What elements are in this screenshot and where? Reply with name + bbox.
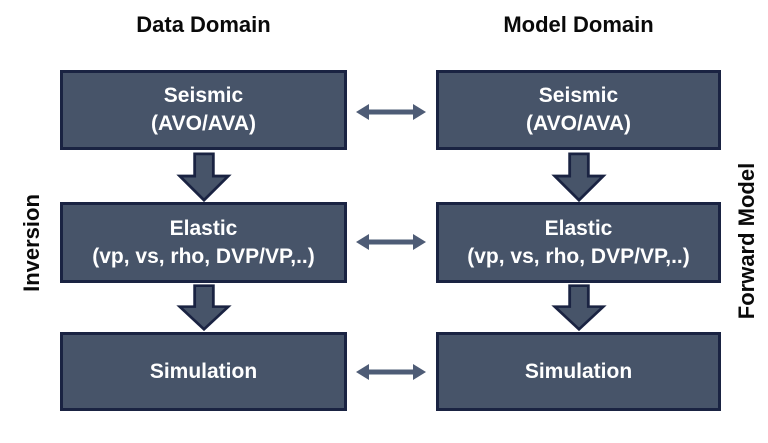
down-arrow-icon [176, 152, 232, 202]
box-title: Simulation [524, 359, 633, 383]
side-label-forward-model: Forward Model [734, 162, 759, 320]
box-title: Elastic [169, 216, 238, 240]
column-header-model-domain: Model Domain [503, 12, 654, 37]
double-arrow-icon [356, 362, 426, 382]
double-arrow-icon [356, 232, 426, 252]
box-model-seismic: Seismic (AVO/AVA) [436, 70, 721, 150]
double-arrow-icon [356, 102, 426, 122]
box-title: Elastic [544, 216, 613, 240]
box-subtitle: (vp, vs, rho, DVP/VP,..) [467, 244, 690, 268]
column-header-data-domain: Data Domain [136, 12, 271, 37]
box-model-simulation: Simulation [436, 332, 721, 411]
box-data-elastic: Elastic (vp, vs, rho, DVP/VP,..) [60, 202, 347, 283]
down-arrow-icon [551, 284, 607, 331]
box-subtitle: (vp, vs, rho, DVP/VP,..) [92, 244, 315, 268]
box-data-seismic: Seismic (AVO/AVA) [60, 70, 347, 150]
down-arrow-icon [551, 152, 607, 202]
box-subtitle: (AVO/AVA) [526, 112, 631, 135]
box-model-elastic: Elastic (vp, vs, rho, DVP/VP,..) [436, 202, 721, 283]
box-subtitle: (AVO/AVA) [151, 112, 256, 135]
box-title: Simulation [149, 359, 258, 383]
side-label-inversion: Inversion [19, 194, 44, 292]
box-title: Seismic [538, 84, 619, 107]
down-arrow-icon [176, 284, 232, 331]
box-title: Seismic [163, 84, 244, 107]
box-data-simulation: Simulation [60, 332, 347, 411]
